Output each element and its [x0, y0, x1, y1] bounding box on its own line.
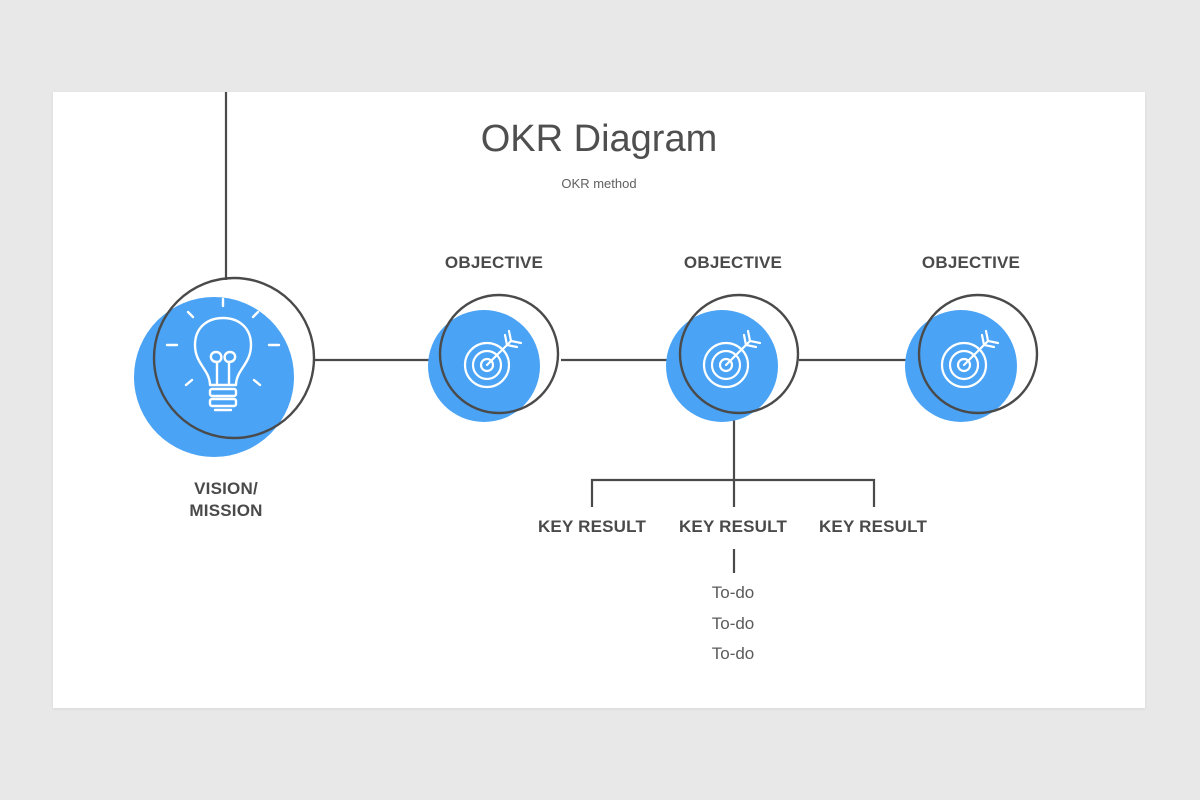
- connector-lines: [224, 92, 909, 573]
- key-result-label-2: KEY RESULT: [678, 517, 788, 536]
- objective-node-3[interactable]: [905, 293, 1039, 422]
- lightbulb-icon: [165, 297, 281, 412]
- target-arrow-icon: [702, 329, 762, 389]
- objective-label-3: OBJECTIVE: [921, 253, 1021, 272]
- page-subtitle: OKR method: [561, 176, 637, 191]
- objective-fill-circle: [905, 310, 1017, 422]
- key-result-label-1: KEY RESULT: [537, 517, 647, 536]
- objective-node-1[interactable]: [428, 293, 560, 422]
- objective-ring: [917, 293, 1039, 415]
- slide: OKR Diagram OKR method OBJECTIVE OBJECTI…: [53, 92, 1145, 708]
- vision-ring: [152, 276, 316, 440]
- vision-label: VISION/ MISSION: [126, 478, 326, 522]
- vision-label-line2: MISSION: [189, 501, 263, 520]
- objective-fill-circle: [666, 310, 778, 422]
- kr-branch-line: [590, 478, 876, 507]
- objective-ring: [438, 293, 560, 415]
- objective-label-1: OBJECTIVE: [444, 253, 544, 272]
- page-title: OKR Diagram: [480, 118, 718, 160]
- key-result-label-3: KEY RESULT: [818, 517, 928, 536]
- objective-fill-circle: [428, 310, 540, 422]
- vision-label-line1: VISION/: [194, 479, 258, 498]
- objective-label-2: OBJECTIVE: [683, 253, 783, 272]
- diagram-canvas: [134, 92, 1039, 573]
- todo-list: To-do To-do To-do: [673, 578, 793, 670]
- todo-item-2: To-do: [711, 613, 755, 633]
- objective-ring: [678, 293, 800, 415]
- todo-item-3: To-do: [711, 644, 755, 663]
- vision-fill-circle: [134, 297, 294, 457]
- objective-node-2[interactable]: [666, 293, 800, 422]
- todo-item-1: To-do: [711, 583, 755, 602]
- target-arrow-icon: [940, 329, 1000, 389]
- target-arrow-icon: [463, 329, 523, 389]
- vision-node[interactable]: [134, 276, 316, 457]
